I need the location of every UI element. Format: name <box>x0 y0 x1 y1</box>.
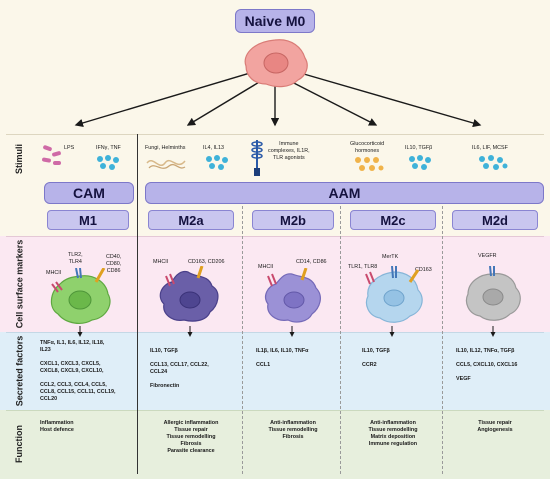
arrow <box>283 77 378 126</box>
row-label-secreted: Secreted factors <box>14 335 25 407</box>
m2a-cell <box>159 266 219 322</box>
function-m2a: Allergic inflammation Tissue repair Tiss… <box>163 420 219 455</box>
cam-aam-divider <box>137 134 138 474</box>
m2c-cell <box>365 266 423 323</box>
function-m2c: Anti-inflammation Tissue remodelling Mat… <box>368 420 418 448</box>
secreted-m1: TNFα, IL1, IL6, IL12, IL18, IL23 CXCL1, … <box>40 340 116 403</box>
arrow <box>186 77 267 126</box>
arrow <box>74 69 261 128</box>
marker-label: TLR2, TLR4 <box>68 252 83 266</box>
marker-label: TLR1, TLR8 <box>348 264 378 270</box>
naive-m0-title: Naive M0 <box>235 9 315 33</box>
secreted-band <box>0 332 550 410</box>
stimulus-label: Fungi, Helminths <box>145 145 186 151</box>
arrow <box>289 69 482 128</box>
row-label-stimuli: Stimuli <box>14 143 25 175</box>
naive-cell-and-arrows <box>74 39 482 128</box>
secreted-m2d: IL10, IL12, TNFα, TGFβ CCL5, CXCL10, CXC… <box>456 348 518 383</box>
naive-cell <box>244 39 308 88</box>
marker-label: MerTK <box>382 254 399 260</box>
row-divider <box>6 236 544 237</box>
subtype-m1: M1 <box>47 210 129 230</box>
column-divider <box>442 186 443 474</box>
secreted-m2c: IL10, TGFβ CCR2 <box>362 348 390 369</box>
marker-label: CD14, CD86 <box>296 259 327 265</box>
stimulus-label: Immune complexes, IL1R, TLR agonists <box>268 141 310 162</box>
stimulus-label: IL10, TGFβ <box>405 145 433 151</box>
secreted-m2a: IL10, TGFβ CCL13, CCL17, CCL22, CCL24 Fi… <box>150 348 209 390</box>
cytokine-icon <box>409 155 431 170</box>
function-m1: Inflammation Host defence <box>40 420 74 434</box>
stimulus-label: IFNγ, TNF <box>96 145 121 151</box>
stimulus-label: IL6, LIF, MCSF <box>472 145 508 151</box>
row-divider <box>6 410 544 411</box>
receptor-icon <box>251 140 263 176</box>
row-label-surface: Cell surface markers <box>14 239 24 329</box>
subtype-m2d: M2d <box>452 210 538 230</box>
row-divider <box>6 134 544 135</box>
column-divider <box>340 186 341 474</box>
stimulus-label: IL4, IL13 <box>203 145 224 151</box>
secreted-m2b: IL1β, IL6, IL10, TNFα CCL1 <box>256 348 309 369</box>
m2d-cell <box>465 266 521 321</box>
marker-label: CD40, CD80, CD86 <box>106 254 122 275</box>
function-m2d: Tissue repair Angiogenesis <box>477 420 513 434</box>
marker-label: MHCII <box>46 270 62 276</box>
stimulus-label: Glucocorticoid hormones <box>350 141 385 155</box>
function-m2b: Anti-inflammation Tissue remodelling Fib… <box>268 420 318 441</box>
function-band <box>0 410 550 479</box>
m1-cell <box>50 268 111 324</box>
group-aam: AAM <box>145 182 544 204</box>
stimulus-label: LPS <box>64 145 75 151</box>
cytokine-icon <box>479 155 508 170</box>
marker-label: MHCII <box>258 264 274 270</box>
small-arrows <box>77 326 496 337</box>
marker-label: MHCII <box>153 259 169 265</box>
marker-label: VEGFR <box>478 253 497 259</box>
cytokine-icon <box>206 155 228 170</box>
m2b-cell <box>264 268 321 323</box>
subtype-m2b: M2b <box>252 210 334 230</box>
subtype-m2a: M2a <box>148 210 234 230</box>
column-divider <box>242 186 243 474</box>
marker-label: CD163 <box>415 267 432 273</box>
hormone-icon <box>355 157 384 171</box>
group-cam: CAM <box>44 182 134 204</box>
lps-icon <box>42 145 61 165</box>
marker-label: CD163, CD206 <box>188 259 225 265</box>
helminth-icon <box>146 159 186 169</box>
row-label-function: Function <box>14 425 24 463</box>
cytokine-icon <box>97 155 119 170</box>
subtype-m2c: M2c <box>350 210 436 230</box>
row-divider <box>6 332 544 333</box>
